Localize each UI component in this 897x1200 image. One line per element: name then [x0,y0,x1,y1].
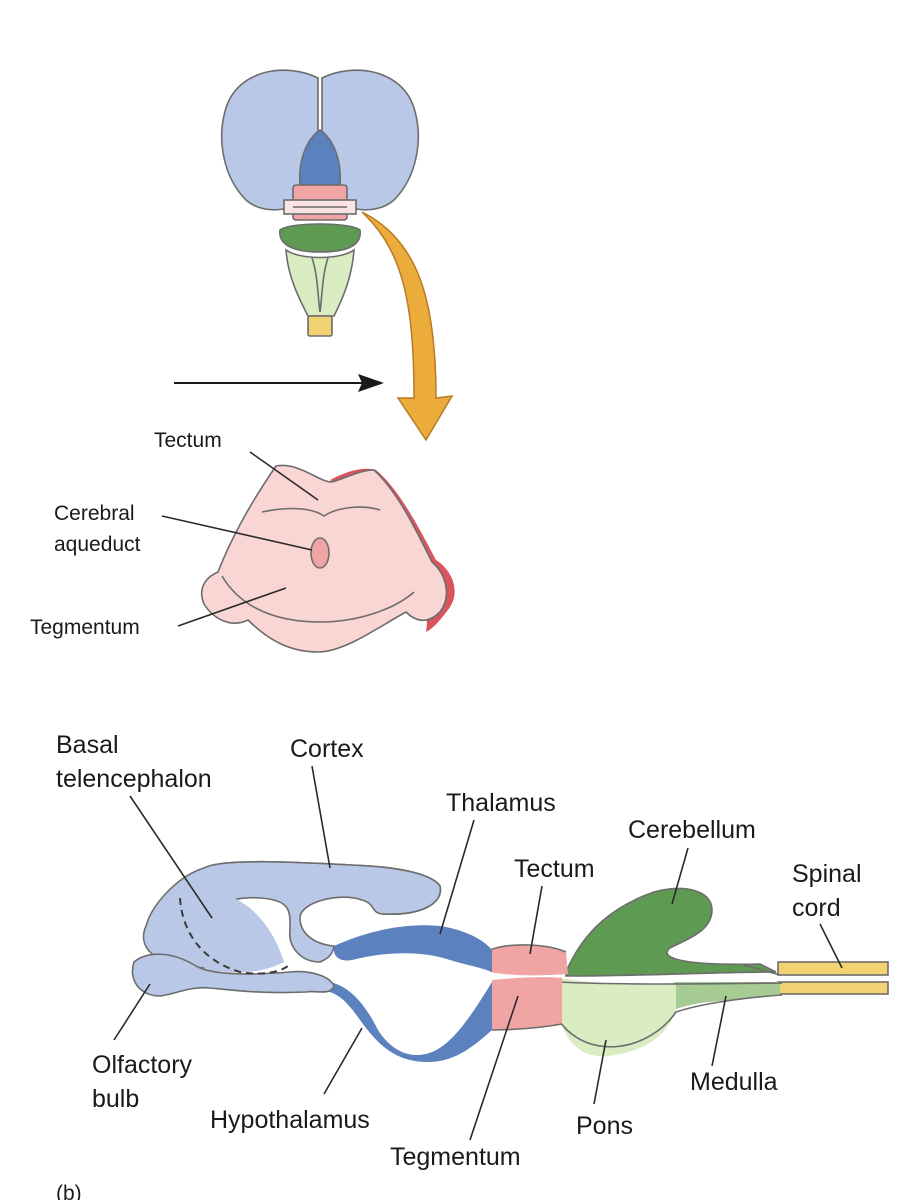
dorsal-spinal-cord [307,315,333,337]
label-spinal-cord-2: cord [792,894,841,922]
medulla [674,982,780,1010]
tegmentum [492,977,562,1030]
thalamus [333,925,492,972]
label-tectum: Tectum [514,855,595,883]
tectum-boundary [261,506,381,517]
label-basal-telencephalon-1: Basal [56,731,119,759]
label-spinal-cord-1: Spinal [792,860,862,888]
dorsal-diencephalon [298,129,342,186]
olfactory-bulb [131,953,335,997]
hypothalamus [316,981,492,1062]
label-olfactory-bulb-1: Olfactory [92,1051,193,1079]
cerebellum [565,887,777,977]
label-hypothalamus: Hypothalamus [210,1106,370,1134]
panel-marker: (b) [56,1182,82,1200]
label-tegmentum-section: Tegmentum [30,616,140,639]
cerebral-aqueduct [310,537,330,569]
dorsal-cerebellum [279,223,361,253]
section-labels: Tectum Cerebral aqueduct Tegmentum [30,429,319,639]
label-pons: Pons [576,1112,633,1140]
label-cerebellum: Cerebellum [628,816,756,844]
midbrain-cross-section [200,464,455,653]
sagittal-brain-view [131,860,889,1062]
label-cortex: Cortex [290,735,364,763]
label-cerebral-aqueduct-2: aqueduct [54,533,141,556]
label-medulla: Medulla [690,1068,778,1096]
pointer-arrow-head [358,374,384,392]
section-arrow [361,211,454,442]
tegmentum-boundary [221,575,415,623]
basal-boundary-dashed [179,897,289,975]
dorsal-medulla [285,248,355,317]
dorsal-brain-view [174,69,454,442]
spinal-cord [777,961,889,976]
sagittal-labels: Basal telencephalon Cortex Thalamus Cere… [56,731,862,1200]
label-tegmentum: Tegmentum [390,1143,521,1171]
label-olfactory-bulb-2: bulb [92,1085,139,1113]
tectum [490,944,568,976]
pons [560,978,676,1057]
label-cerebral-aqueduct-1: Cerebral [54,502,135,525]
basal-telencephalon [173,888,284,973]
label-basal-telencephalon-2: telencephalon [56,765,212,793]
label-thalamus: Thalamus [446,789,556,817]
label-tectum-section: Tectum [154,429,222,452]
